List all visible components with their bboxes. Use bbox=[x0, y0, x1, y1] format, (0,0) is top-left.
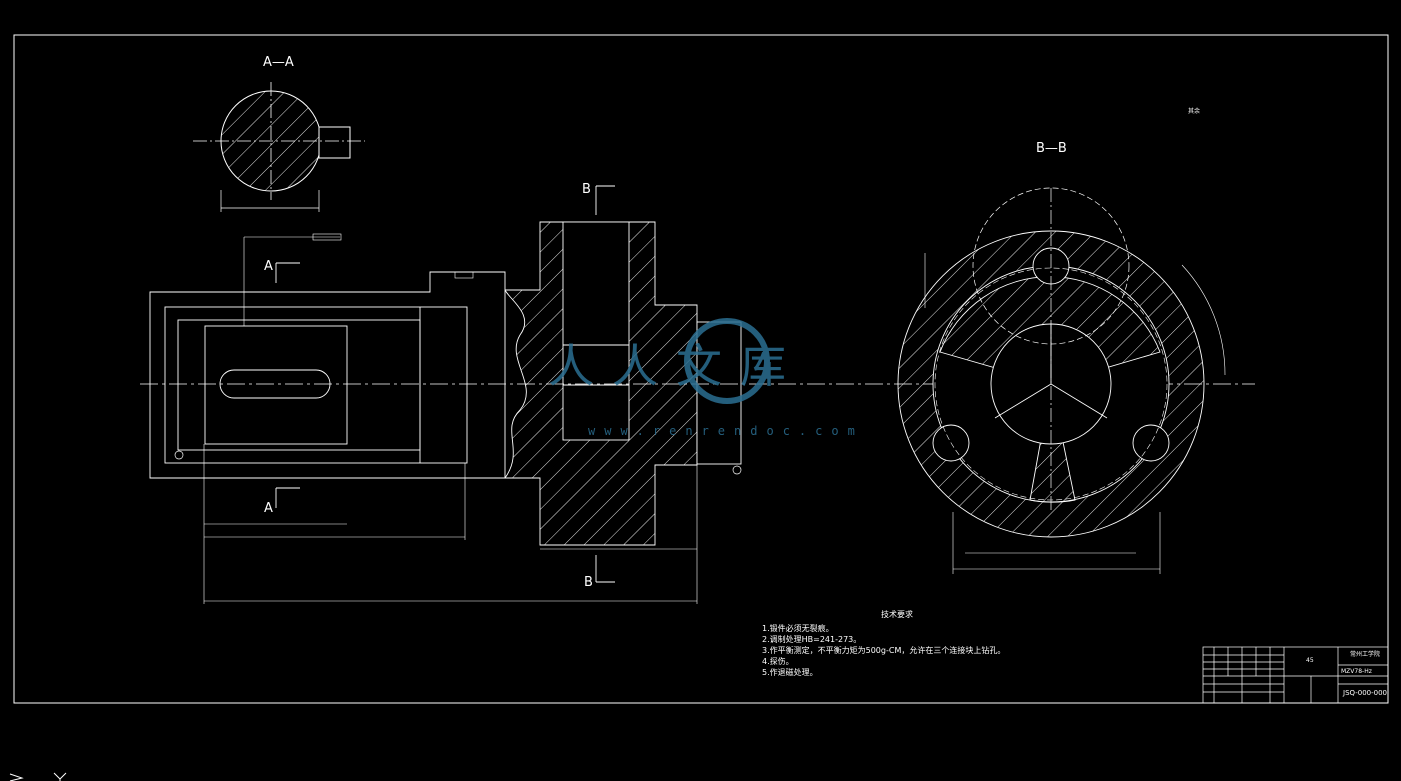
section-bb-view: B—B 其余 bbox=[897, 107, 1226, 574]
title-part-no: MZV78-Hz bbox=[1341, 668, 1372, 675]
cut-label-a-top: A bbox=[264, 259, 273, 274]
tech-requirement-item: 4.探伤。 bbox=[762, 657, 794, 666]
title-block: 常州工学院 MZV78-Hz JSQ-000-000 45 bbox=[1202, 646, 1389, 704]
title-drawing-no: JSQ-000-000 bbox=[1342, 689, 1387, 697]
drawing-frame bbox=[13, 34, 1389, 704]
ucs-axis-icon bbox=[9, 772, 67, 781]
tech-requirement-item: 5.作退磁处理。 bbox=[762, 668, 818, 677]
tech-requirement-item: 2.调制处理HB=241-273。 bbox=[762, 635, 862, 644]
roughness-note: 其余 bbox=[1188, 107, 1200, 115]
title-company: 常州工学院 bbox=[1350, 650, 1380, 658]
watermark-url: www.renrendoc.com bbox=[588, 424, 864, 438]
section-bb-label: B—B bbox=[1036, 141, 1067, 156]
section-aa-view: A—A bbox=[193, 55, 365, 212]
section-aa-label: A—A bbox=[263, 55, 294, 70]
cut-label-b-bottom: B bbox=[584, 575, 593, 590]
tech-requirements: 技术要求 1.锻件必须无裂痕。 2.调制处理HB=241-273。 3.作平衡测… bbox=[762, 609, 1032, 678]
cut-label-a-bottom: A bbox=[264, 501, 273, 516]
cut-label-b-top: B bbox=[582, 182, 591, 197]
tech-requirements-title: 技术要求 bbox=[881, 610, 913, 619]
title-material: 45 bbox=[1306, 657, 1314, 664]
tech-requirement-item: 1.锻件必须无裂痕。 bbox=[762, 624, 834, 633]
watermark-text: 人人文库 bbox=[548, 339, 804, 393]
tech-requirement-item: 3.作平衡测定，不平衡力矩为500g-CM，允许在三个连接块上钻孔。 bbox=[762, 646, 1006, 655]
watermark-ring-icon bbox=[684, 318, 770, 404]
